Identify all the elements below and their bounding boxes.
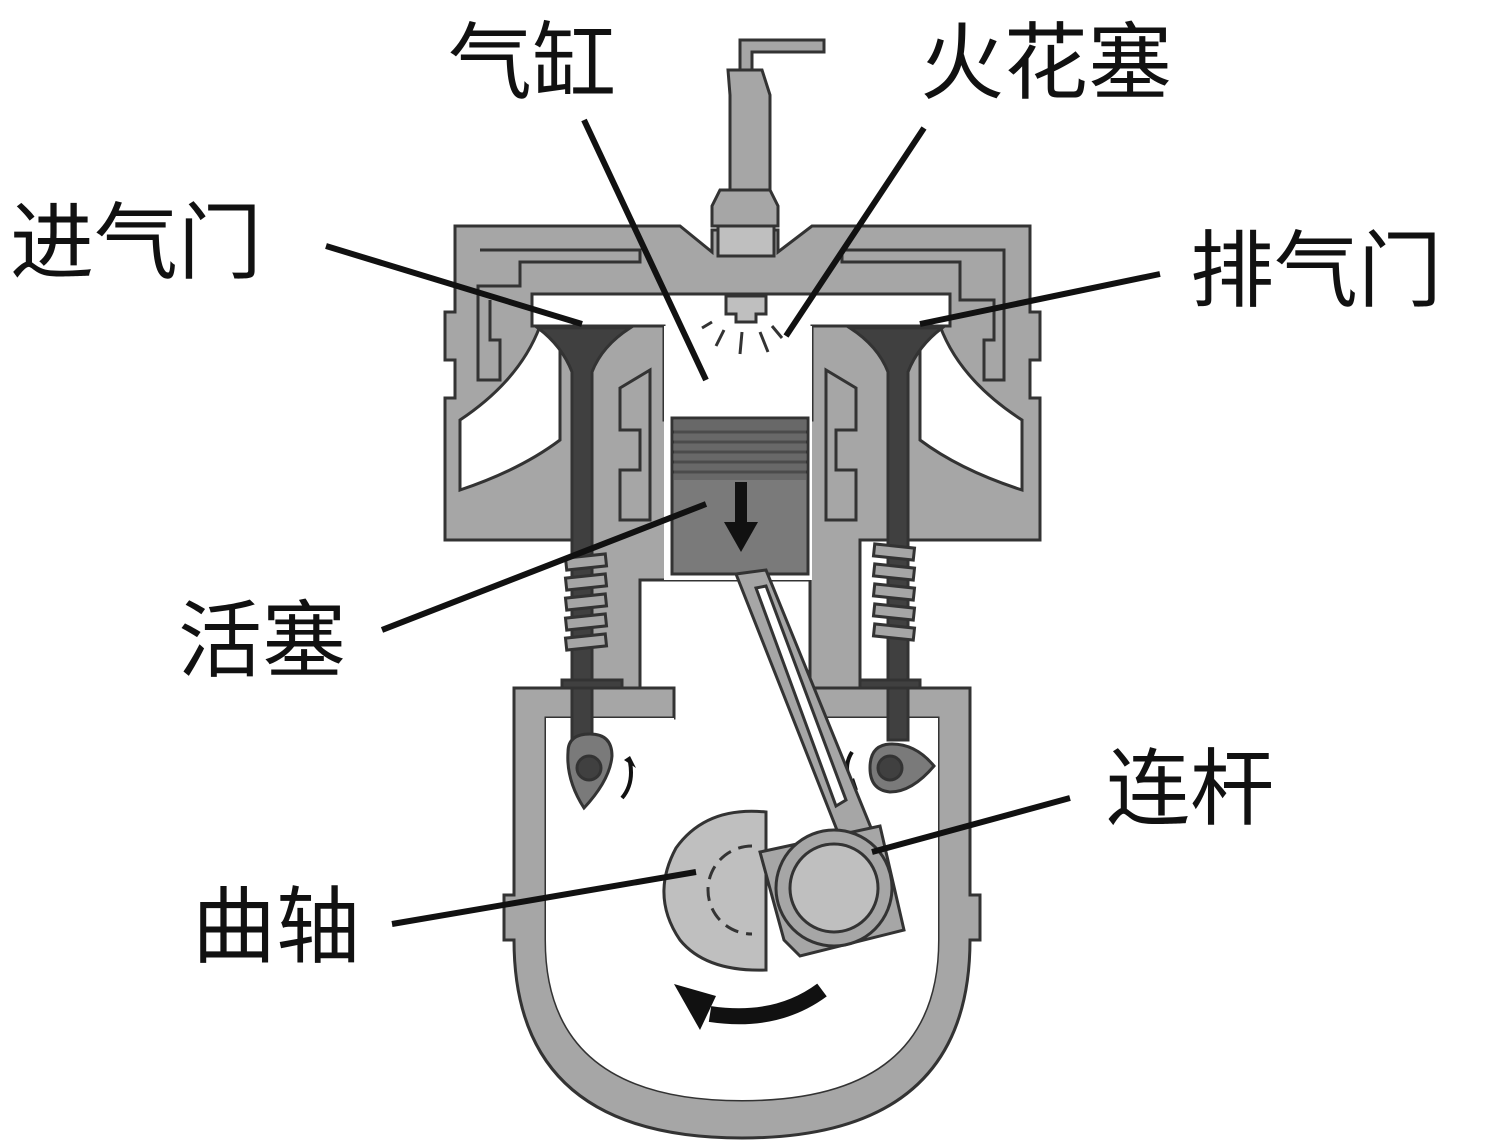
exhaust-valve <box>844 326 947 794</box>
leader-cylinder <box>581 118 709 382</box>
label-spark-plug: 火花塞 <box>920 14 1172 112</box>
leader-lines <box>325 118 1161 927</box>
leader-exhaust-valve <box>919 271 1161 327</box>
piston <box>670 416 810 576</box>
leader-crankshaft <box>391 869 697 927</box>
spark-plug <box>701 38 826 355</box>
label-cylinder: 气缸 <box>448 14 616 112</box>
label-exhaust-valve: 排气门 <box>1190 222 1442 320</box>
piston-down-arrow <box>724 482 758 552</box>
leader-intake-valve <box>325 243 583 327</box>
label-crankshaft: 曲轴 <box>192 878 360 976</box>
leader-piston <box>380 501 708 633</box>
label-connecting-rod: 连杆 <box>1106 740 1274 838</box>
leader-spark-plug <box>783 126 927 338</box>
crankshaft <box>662 809 906 1030</box>
crank-rotation-arrow <box>674 983 827 1030</box>
label-piston: 活塞 <box>178 592 346 690</box>
leader-connecting-rod <box>871 795 1071 855</box>
labels: 气缸 火花塞 进气门 排气门 活塞 连杆 曲轴 <box>10 14 1442 976</box>
intake-valve <box>533 326 636 811</box>
label-intake-valve: 进气门 <box>10 194 262 292</box>
